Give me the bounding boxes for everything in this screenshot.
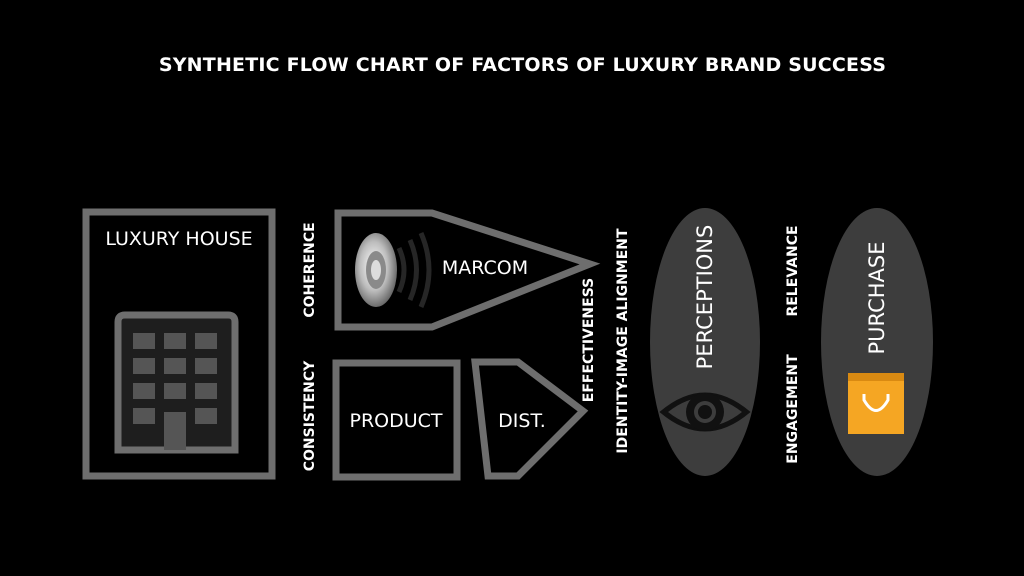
purchase-node: PURCHASE bbox=[821, 208, 933, 476]
product-node: PRODUCT bbox=[332, 359, 461, 481]
dist-label: DIST. bbox=[498, 410, 546, 432]
engagement-label: ENGAGEMENT bbox=[785, 354, 801, 464]
purchase-label: PURCHASE bbox=[865, 242, 889, 355]
marcom-label: MARCOM bbox=[442, 257, 528, 279]
luxury-house-node: LUXURY HOUSE bbox=[82, 208, 276, 480]
dist-node: DIST. bbox=[471, 358, 589, 480]
relevance-label: RELEVANCE bbox=[785, 225, 801, 316]
speaker-icon bbox=[355, 232, 432, 308]
effectiveness-label: EFFECTIVENESS bbox=[581, 278, 597, 403]
eye-icon bbox=[659, 392, 751, 432]
page-title: SYNTHETIC FLOW CHART OF FACTORS OF LUXUR… bbox=[158, 54, 887, 76]
product-label: PRODUCT bbox=[349, 410, 442, 432]
luxury-house-label: LUXURY HOUSE bbox=[105, 228, 252, 250]
marcom-node: MARCOM bbox=[334, 209, 601, 331]
perceptions-node: PERCEPTIONS bbox=[650, 208, 760, 476]
coherence-label: COHERENCE bbox=[302, 222, 318, 317]
identity-image-alignment-label: IDENTITY-IMAGE ALIGNMENT bbox=[615, 228, 631, 454]
perceptions-label: PERCEPTIONS bbox=[693, 225, 717, 370]
building-icon bbox=[114, 311, 239, 454]
shopping-bag-icon bbox=[848, 373, 904, 434]
consistency-label: CONSISTENCY bbox=[302, 360, 318, 471]
